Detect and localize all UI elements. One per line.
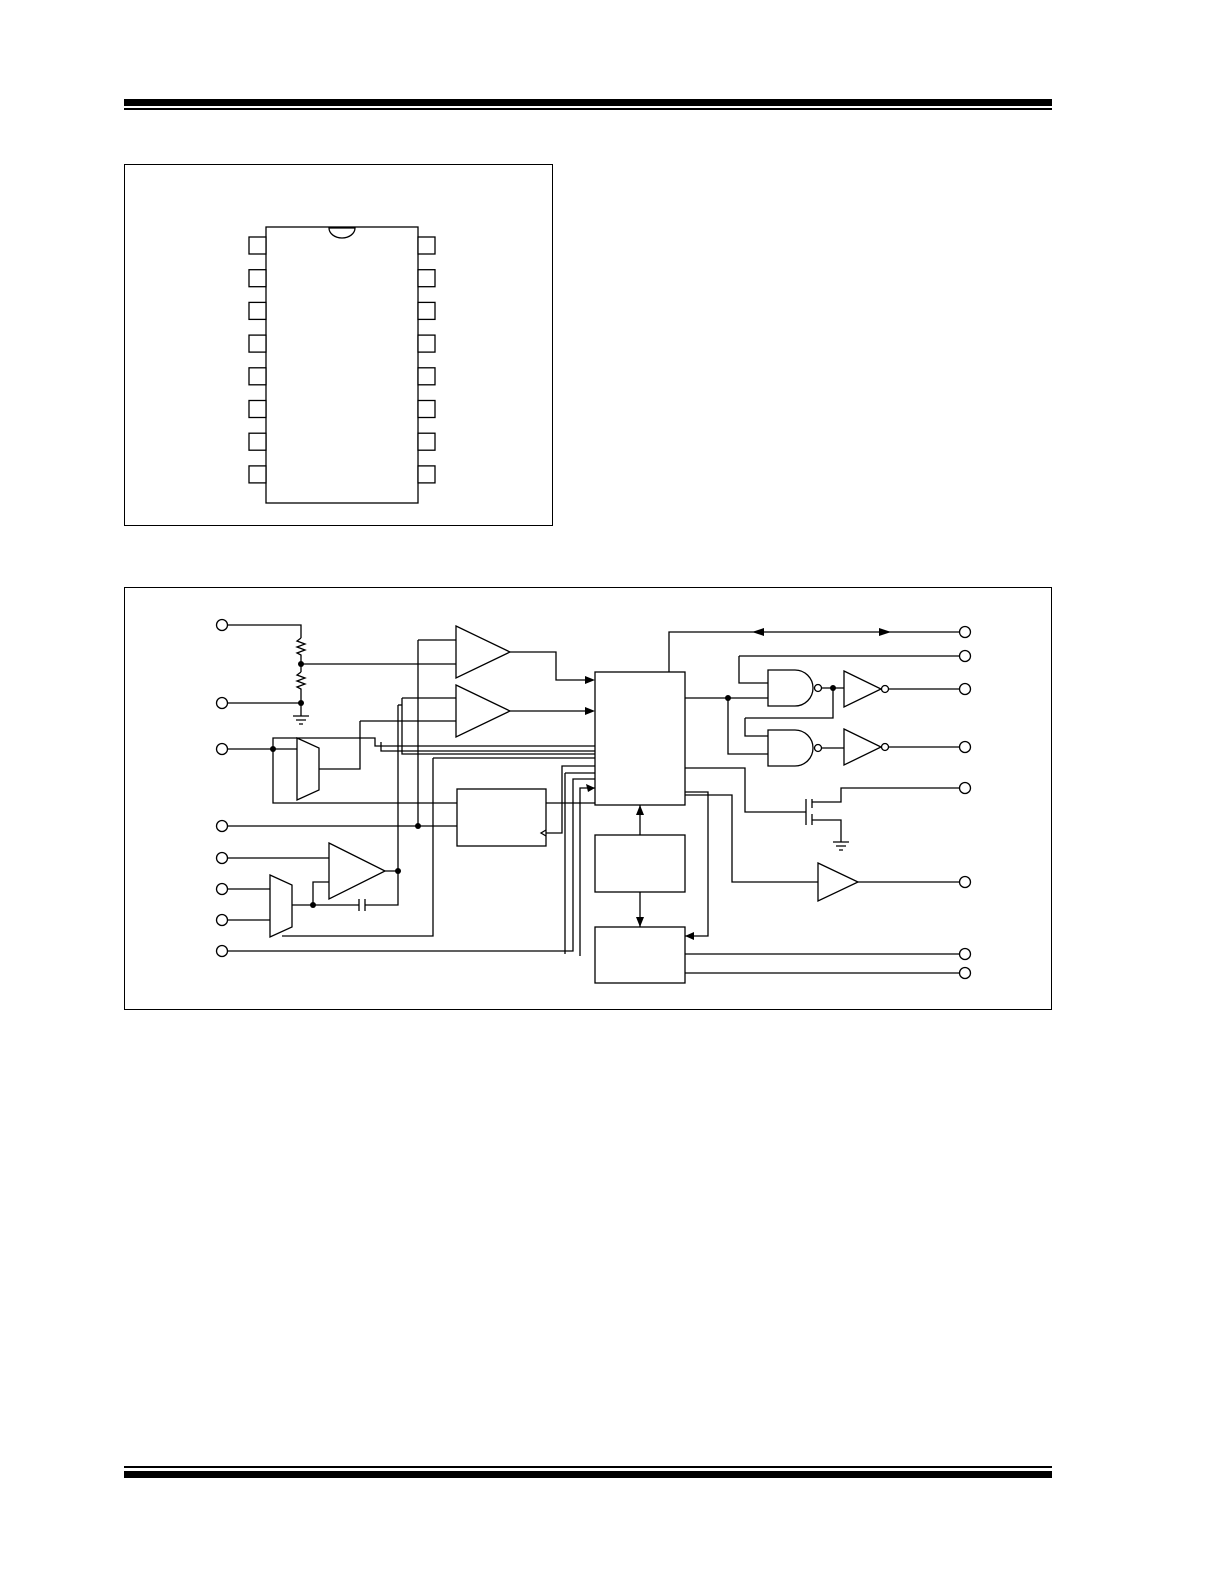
- header-rule-thin: [124, 108, 1052, 110]
- comparator-icon: [455, 683, 512, 739]
- input-pin-1: [215, 618, 229, 632]
- uvlo-block: [594, 926, 686, 984]
- package-pin-left-2: [248, 269, 267, 288]
- input-pin-3: [215, 742, 229, 756]
- header-rule-thick: [124, 99, 1052, 106]
- oscillator-block: [594, 834, 686, 893]
- package-pin-left-3: [248, 301, 267, 321]
- package-figure-frame: [124, 164, 553, 526]
- package-pin-left-6: [248, 399, 267, 419]
- ic-body: [265, 226, 419, 504]
- output-pin-2: [958, 649, 972, 663]
- input-pin-7: [215, 913, 229, 927]
- output-pin-7: [958, 947, 972, 961]
- right-pin-row: [417, 236, 436, 484]
- output-pin-1: [958, 625, 972, 639]
- comparator-icon: [455, 624, 512, 680]
- nand-gate-icon: [767, 669, 814, 707]
- ground-icon: [833, 841, 849, 851]
- multiplexer-icon: [296, 736, 320, 802]
- package-pin-right-7: [417, 432, 436, 451]
- control-logic-block: [594, 671, 686, 806]
- package-pin-right-1: [417, 236, 436, 255]
- output-pin-6: [958, 875, 972, 889]
- multiplexer-icon: [269, 873, 293, 939]
- left-pin-row: [248, 236, 267, 484]
- capacitor-icon: [358, 899, 366, 911]
- input-pin-8: [215, 944, 229, 958]
- input-pin-6: [215, 882, 229, 896]
- package-pin-right-3: [417, 301, 436, 321]
- buffer-icon: [817, 861, 860, 903]
- inverter-icon: [843, 727, 883, 767]
- output-pin-4: [958, 740, 972, 754]
- package-pin-left-7: [248, 432, 267, 451]
- timer-block: [456, 788, 547, 847]
- package-pin-right-8: [417, 465, 436, 484]
- output-pins: [958, 625, 972, 980]
- block-diagram-frame: [124, 587, 1052, 1010]
- inverter-icon: [843, 669, 883, 709]
- package-pin-left-4: [248, 334, 267, 353]
- block-diagram: [215, 618, 972, 984]
- nand-gate-icon: [767, 729, 814, 767]
- output-pin-3: [958, 682, 972, 696]
- resistor-icon: [295, 637, 307, 664]
- package-pin-right-4: [417, 334, 436, 353]
- resistor-divider: [228, 624, 456, 725]
- input-pin-5: [215, 851, 229, 865]
- package-pin-left-8: [248, 465, 267, 484]
- input-pin-2: [215, 696, 229, 710]
- package-outline: [248, 226, 436, 504]
- resistor-icon: [295, 671, 307, 703]
- output-pin-5: [958, 781, 972, 795]
- output-pin-8: [958, 966, 972, 980]
- pin1-notch: [328, 227, 356, 239]
- package-pin-left-5: [248, 367, 267, 386]
- ground-icon: [293, 715, 309, 725]
- input-pins: [215, 618, 229, 958]
- input-pin-4: [215, 819, 229, 833]
- package-pin-right-6: [417, 399, 436, 419]
- error-amplifier-icon: [328, 841, 387, 901]
- package-pin-right-5: [417, 367, 436, 386]
- mosfet-icon: [805, 787, 959, 851]
- footer-rule-thin: [124, 1466, 1052, 1468]
- package-pin-right-2: [417, 269, 436, 288]
- package-pin-left-1: [248, 236, 267, 255]
- footer-rule-thick: [124, 1471, 1052, 1478]
